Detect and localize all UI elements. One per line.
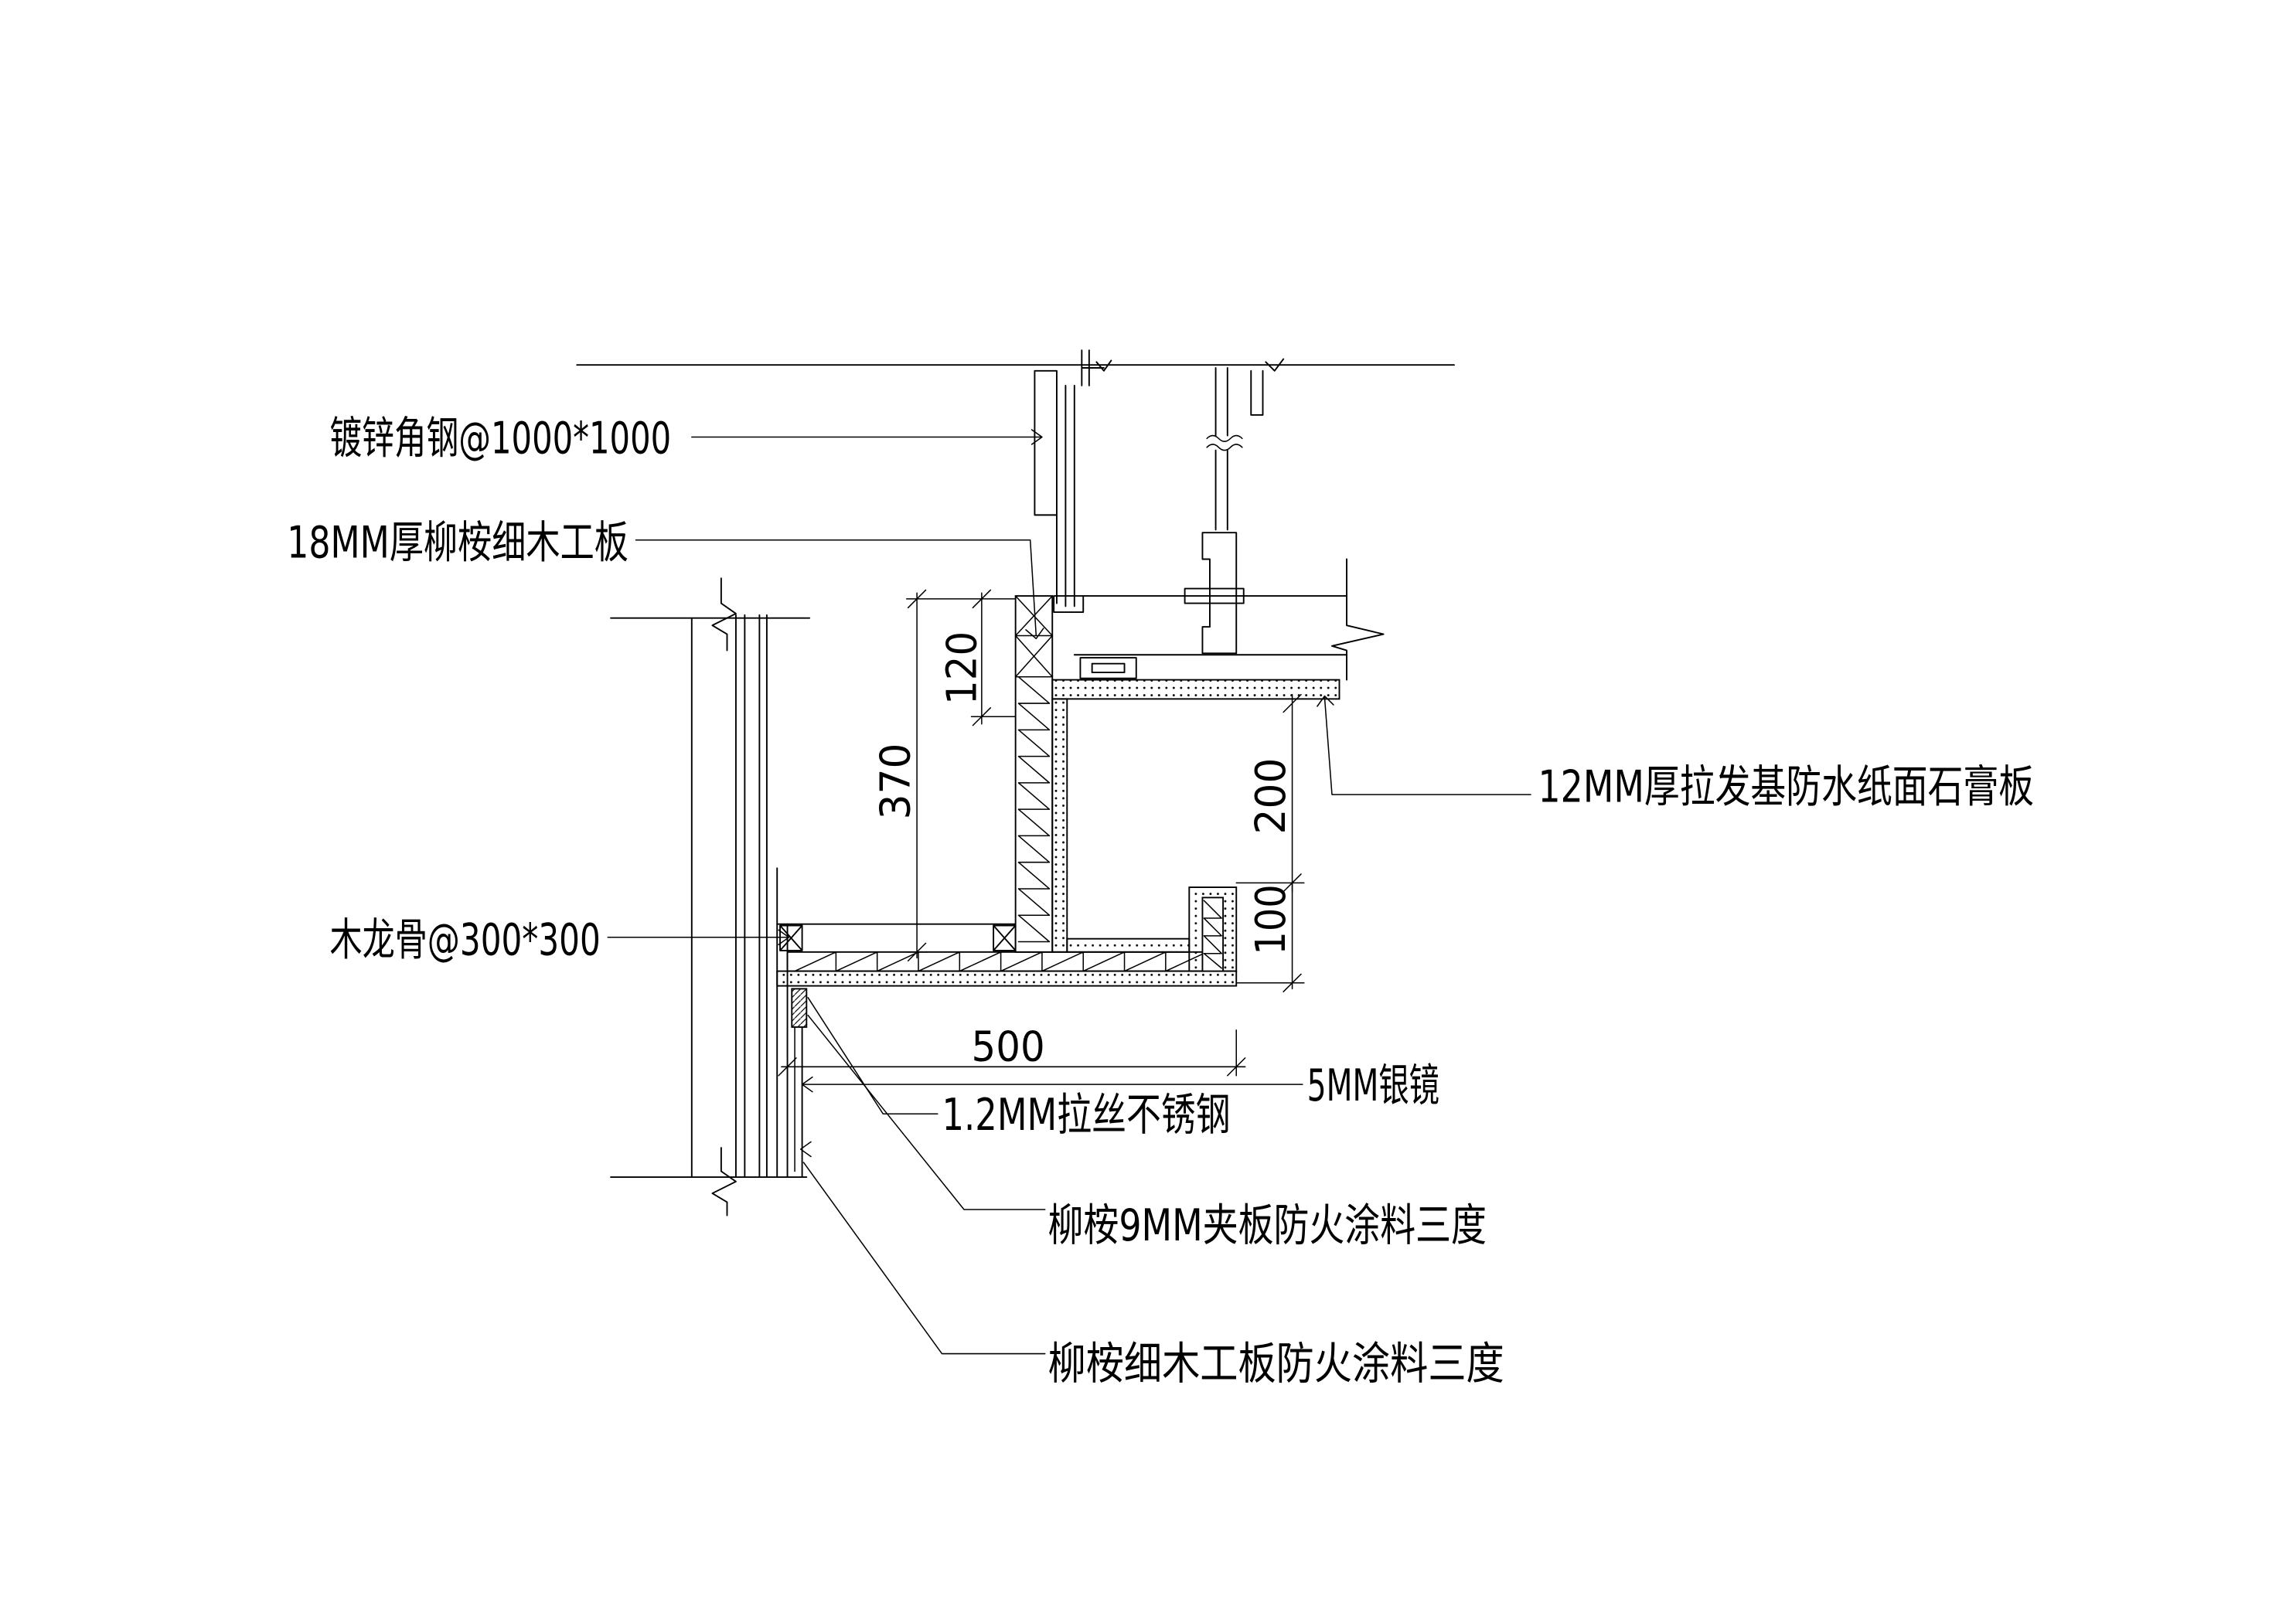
label-blockboard-fireproof: 柳桉细木工板防火涂料三度 — [1048, 1339, 1504, 1390]
dim-text-120: 120 — [938, 631, 986, 705]
wall-finish-layers — [734, 614, 768, 1179]
trough-vertical-assembly — [1014, 595, 1340, 953]
dim-text-500: 500 — [972, 1023, 1045, 1071]
annotation-labels: 镀锌角钢@1000*1000 18MM厚柳桉细木工板 12MM厚拉发基防水纸面石… — [287, 413, 2034, 1390]
leader-silver-mirror — [801, 1076, 1303, 1093]
left-expansion-bolt — [1081, 349, 1112, 386]
dimension-lines — [778, 589, 1305, 1077]
label-plywood-9mm-fireproof: 柳桉9MM夹板防火涂料三度 — [1048, 1200, 1487, 1251]
leader-plywood-9mm — [807, 1014, 1046, 1210]
keel-clamp-bolt — [1184, 587, 1245, 604]
suspension-system — [1034, 349, 1385, 681]
trough-lip-board-hatch — [1203, 900, 1222, 969]
galvanized-angle-steel — [1034, 369, 1058, 604]
vertical-blockboard — [1014, 595, 1054, 953]
shelf-bottom-gypsum-board — [776, 970, 1238, 987]
dimension-texts: 120 370 200 100 500 — [872, 631, 1295, 1071]
dim-200-lines — [1235, 693, 1305, 893]
shelf-assembly — [776, 886, 1238, 987]
label-brushed-stainless-steel: 1.2MM拉丝不锈钢 — [942, 1090, 1230, 1141]
label-gypsum-board-12mm: 12MM厚拉发基防水纸面石膏板 — [1538, 762, 2035, 813]
dim-370-lines — [906, 589, 928, 962]
leader-blockboard-18mm — [635, 539, 1044, 640]
leader-blockboard-fireproof — [799, 1141, 1046, 1355]
leader-galvanized-angle-steel — [691, 429, 1043, 445]
angle-steel-bolt — [1053, 595, 1085, 613]
dim-120-lines — [906, 589, 1017, 726]
dim-100-lines — [1235, 882, 1305, 992]
trough-vertical-gypsum — [1051, 698, 1068, 953]
light-keel-c-channel — [1201, 532, 1238, 655]
right-hanger-bracket — [1250, 358, 1285, 416]
stainless-steel-cap — [791, 988, 808, 1028]
wood-keel-cross-section — [779, 924, 803, 951]
leader-gypsum-board-12mm — [1317, 695, 1531, 795]
ceiling-gypsum-board — [1051, 679, 1340, 700]
wall-top-break-mark — [711, 577, 737, 652]
leader-brushed-stainless-steel — [807, 997, 938, 1115]
vertical-blockboard-hatch — [1017, 676, 1051, 943]
dim-text-200: 200 — [1247, 758, 1295, 835]
main-keel-lines — [1073, 595, 1347, 656]
wall-bottom-break-mark — [711, 1147, 737, 1216]
right-break-mark — [1331, 558, 1385, 681]
dim-text-100: 100 — [1247, 884, 1295, 954]
label-wood-keel: 木龙骨@300*300 — [329, 915, 600, 966]
leader-wood-keel — [607, 929, 790, 946]
dim-text-370: 370 — [872, 743, 920, 819]
vertical-blockboard-cross-pieces — [1014, 595, 1054, 678]
leader-lines — [607, 429, 1531, 1355]
light-fixture — [1079, 657, 1137, 679]
label-silver-mirror: 5MM银镜 — [1307, 1060, 1439, 1111]
label-blockboard-18mm: 18MM厚柳桉细木工板 — [287, 518, 629, 569]
dim-500-lines — [778, 1029, 1246, 1077]
left-suspender-rod — [1065, 384, 1075, 607]
left-wall — [610, 577, 811, 1216]
right-suspender-rod — [1214, 367, 1228, 531]
trough-inner-bottom-gypsum — [1066, 937, 1191, 953]
label-galvanized-angle-steel: 镀锌角钢@1000*1000 — [329, 413, 671, 464]
suspender-break-mark — [1206, 434, 1243, 451]
